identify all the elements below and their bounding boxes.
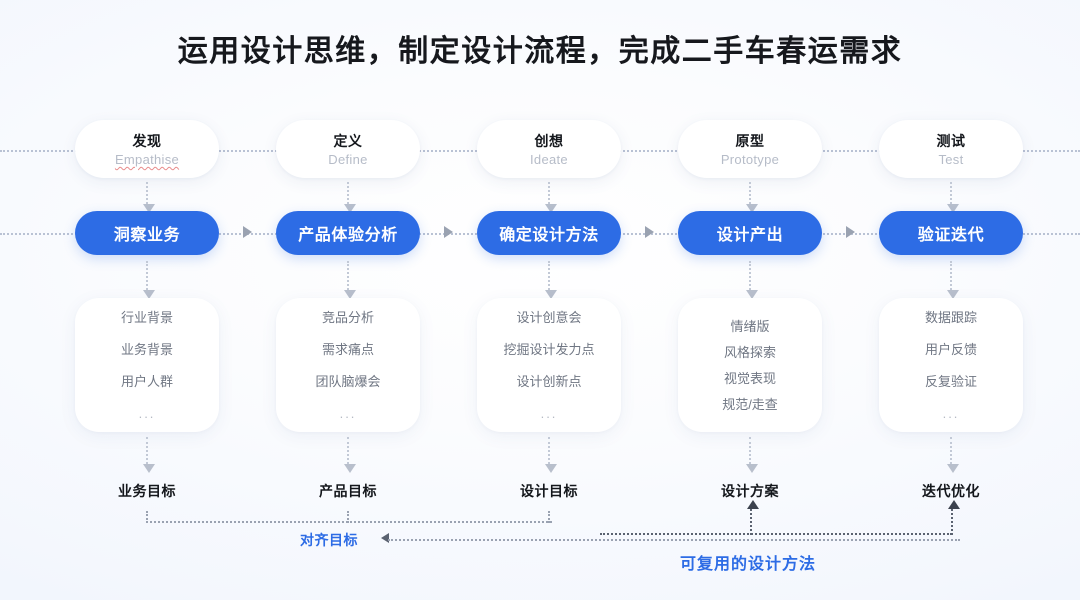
connector-3b [545,261,557,299]
list-item: 需求痛点 [321,341,374,357]
stage-title-cn-3: 创想 [534,133,564,149]
list-item: 规范/走查 [722,396,778,412]
stage-title-cn-2: 定义 [333,133,363,149]
list-item: 业务背景 [120,341,173,357]
list-item: 设计创新点 [516,373,582,389]
stage-card-2[interactable]: 定义 Define [276,120,420,178]
connector-3a [545,182,557,213]
pill-button-2[interactable]: 产品体验分析 [276,211,420,255]
content-card-4[interactable]: 情绪版 风格探索 视觉表现 规范/走查 [678,298,822,432]
list-item: 用户人群 [120,373,173,389]
align-dotted-line [388,539,960,541]
annotation-reusable-method: 可复用的设计方法 [680,556,817,573]
stage-title-en-3: Ideate [530,152,568,167]
connector-1c [143,437,155,473]
stage-title-en-4: Prototype [720,152,780,167]
goal-label-3: 设计目标 [520,483,578,499]
arrow-left-icon [381,533,389,543]
stage-card-4[interactable]: 原型 Prototype [678,120,822,178]
annotation-align-goal: 对齐目标 [300,532,358,548]
ellipsis-3: ... [540,405,558,421]
connector-1a [143,182,155,213]
content-card-3[interactable]: 设计创意会 挖掘设计发力点 设计创新点 ... [477,298,621,432]
page-title: 运用设计思维，制定设计流程，完成二手车春运需求 [177,35,903,68]
pill-label-1: 洞察业务 [113,227,181,244]
pill-label-5: 验证迭代 [917,227,985,244]
goal-label-1: 业务目标 [118,483,176,499]
pill-label-3: 确定设计方法 [499,227,599,244]
pill-label-2: 产品体验分析 [298,227,398,244]
stage-card-3[interactable]: 创想 Ideate [477,120,621,178]
stage-title-cn-5: 测试 [936,133,966,149]
content-card-2[interactable]: 竞品分析 需求痛点 团队脑爆会 ... [276,298,420,432]
reuse-bracket [600,500,960,535]
list-item: 情绪版 [730,318,770,334]
list-item: 挖掘设计发力点 [503,341,595,357]
list-item: 行业背景 [120,309,173,325]
connector-3c [545,437,557,473]
list-item: 风格探索 [723,344,776,360]
connector-4b [746,261,758,299]
arrow-right-icon-3 [645,226,654,238]
pill-button-5[interactable]: 验证迭代 [879,211,1023,255]
list-item: 用户反馈 [924,341,977,357]
connector-5c [947,437,959,473]
list-item: 设计创意会 [516,309,582,325]
pill-label-4: 设计产出 [716,227,784,244]
list-item: 视觉表现 [723,370,776,386]
stage-card-1[interactable]: 发现 Empathise [75,120,219,178]
content-card-5[interactable]: 数据跟踪 用户反馈 反复验证 ... [879,298,1023,432]
align-bracket [146,511,552,523]
connector-4a [746,182,758,213]
stage-title-en-2: Define [328,152,368,167]
goal-label-4: 设计方案 [721,483,779,499]
connector-5b [947,261,959,299]
pill-button-3[interactable]: 确定设计方法 [477,211,621,255]
list-item: 竞品分析 [321,309,374,325]
stage-card-5[interactable]: 测试 Test [879,120,1023,178]
content-card-1[interactable]: 行业背景 业务背景 用户人群 ... [75,298,219,432]
pill-button-4[interactable]: 设计产出 [678,211,822,255]
goal-label-2: 产品目标 [319,483,377,499]
pill-button-1[interactable]: 洞察业务 [75,211,219,255]
arrow-right-icon-1 [243,226,252,238]
ellipsis-1: ... [138,405,156,421]
arrow-right-icon-2 [444,226,453,238]
connector-2b [344,261,356,299]
connector-2a [344,182,356,213]
connector-5a [947,182,959,213]
goal-label-5: 迭代优化 [922,483,980,499]
list-item: 团队脑爆会 [315,373,381,389]
list-item: 反复验证 [924,373,977,389]
stage-title-cn-4: 原型 [735,133,765,149]
stage-title-en-5: Test [938,152,964,167]
connector-2c [344,437,356,473]
stage-title-en-1: Empathise [114,152,180,167]
ellipsis-2: ... [339,405,357,421]
ellipsis-5: ... [942,405,960,421]
list-item: 数据跟踪 [924,309,977,325]
connector-4c [746,437,758,473]
stage-title-cn-1: 发现 [132,133,162,149]
connector-1b [143,261,155,299]
arrow-right-icon-4 [846,226,855,238]
